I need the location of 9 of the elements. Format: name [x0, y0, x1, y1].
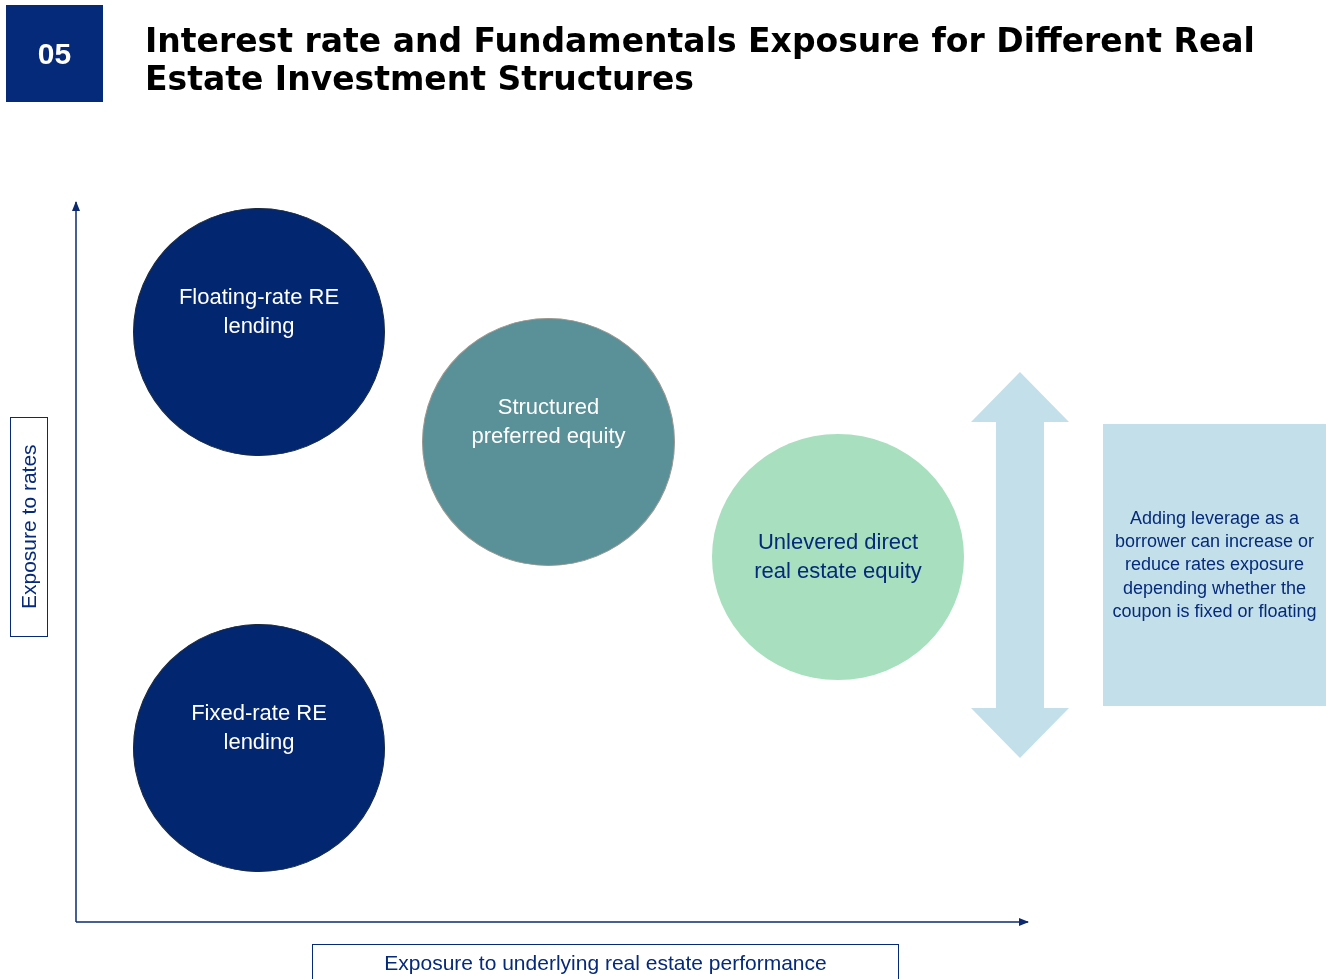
title: Interest rate and Fundamentals Exposure for Different Real Estate Investment Structures	[145, 22, 1256, 98]
note-box: Adding leverage as a borrower can increase or reduce rates exposure depending whether the coupon is fixed or floating	[1103, 424, 1326, 706]
category-circle: Fixed-rate RE lending	[133, 624, 385, 872]
number-badge: 05	[6, 5, 103, 102]
category-circle: Floating-rate RE lending	[133, 208, 385, 456]
axis-label: Exposure to underlying real estate performance	[312, 944, 899, 979]
axis-label: Exposure to rates	[10, 417, 48, 637]
category-circle: Unlevered direct real estate equity	[712, 434, 964, 680]
category-circle: Structured preferred equity	[422, 318, 675, 566]
